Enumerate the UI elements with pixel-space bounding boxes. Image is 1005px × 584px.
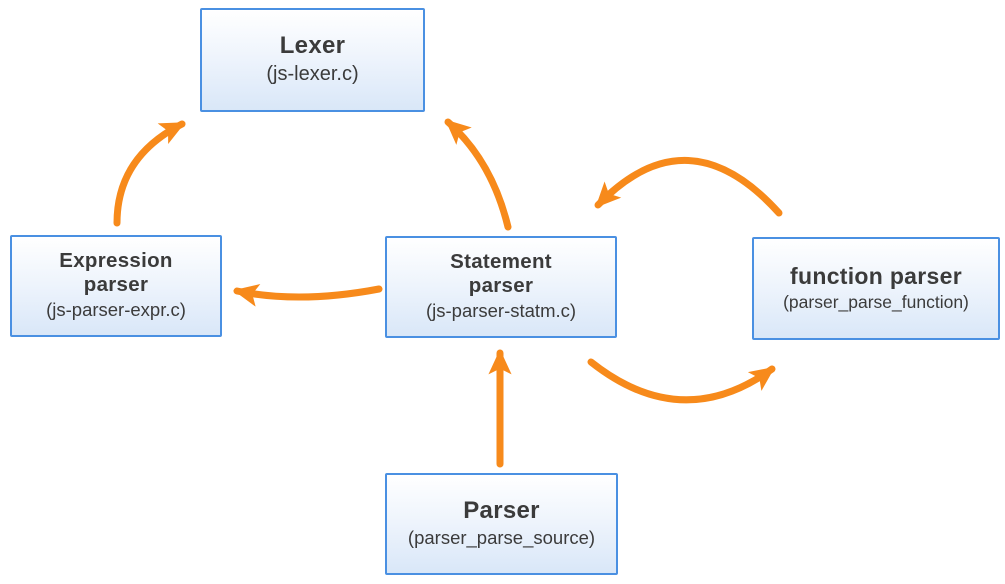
node-title: function parser <box>790 262 962 289</box>
node-subtitle: (js-parser-expr.c) <box>46 299 186 321</box>
node-subtitle: (parser_parse_source) <box>407 527 596 549</box>
node-function-parser: function parser (parser_parse_function) <box>752 237 1000 340</box>
node-title: Statement parser <box>450 249 552 298</box>
node-expression-parser: Expression parser (js-parser-expr.c) <box>10 235 222 337</box>
node-statement-parser: Statement parser (js-parser-statm.c) <box>385 236 617 338</box>
arrow-expression-parser-to-lexer <box>113 120 186 227</box>
node-subtitle: (parser_parse_function) <box>783 291 969 312</box>
arrow-statement-parser-to-lexer <box>444 118 512 231</box>
arrow-statement-parser-to-expression-parser <box>233 283 383 307</box>
node-title: Expression parser <box>59 248 173 297</box>
node-title: Parser <box>463 496 540 524</box>
node-title: Lexer <box>279 31 346 59</box>
node-lexer: Lexer (js-lexer.c) <box>200 8 425 112</box>
node-subtitle: (js-parser-statm.c) <box>425 300 577 322</box>
node-subtitle: (js-lexer.c) <box>266 63 359 86</box>
node-parser: Parser (parser_parse_source) <box>385 473 618 575</box>
arrow-statement-parser-to-function-parser <box>587 358 776 404</box>
arrow-function-parser-to-statement-parser <box>594 157 783 217</box>
